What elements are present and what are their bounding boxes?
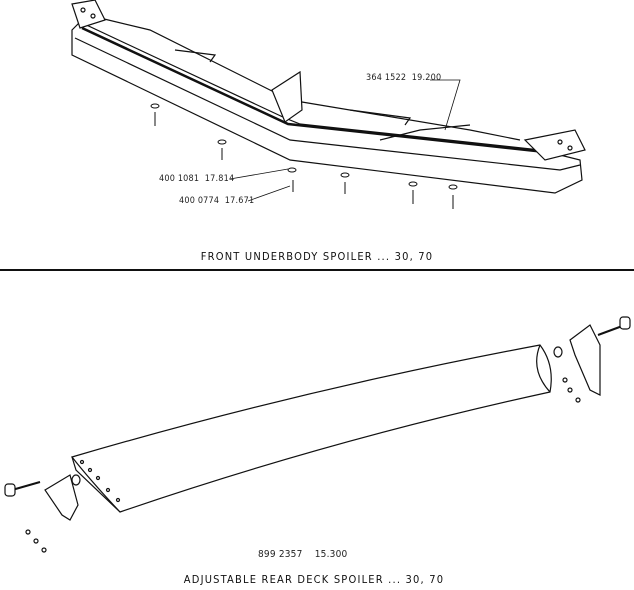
part-number: 400 1081 (159, 174, 200, 184)
part-ref: 17.814 (204, 174, 235, 184)
part-ref: 17.671 (224, 196, 255, 206)
leader-lines (229, 79, 461, 202)
part-number: 400 0774 (179, 196, 220, 206)
part-number: 364 1522 (366, 73, 407, 83)
part-ref: 15.300 (314, 549, 348, 560)
front-spoiler-title: FRONT UNDERBODY SPOILER ... 30, 70 (200, 250, 434, 263)
rear-spoiler-title: ADJUSTABLE REAR DECK SPOILER ... 30, 70 (183, 573, 445, 586)
section-divider (0, 269, 634, 271)
part-label-400-0774: 400 0774 17.671 (179, 196, 254, 206)
part-label-899-2357: 899 2357 15.300 (258, 549, 347, 560)
part-label-364-1522: 364 1522 19.200 (366, 73, 441, 83)
part-number: 899 2357 (258, 549, 303, 560)
part-label-400-1081: 400 1081 17.814 (159, 174, 234, 184)
part-ref: 19.200 (411, 73, 442, 83)
rear-bracket-left (4, 474, 81, 553)
fasteners-front (150, 103, 458, 209)
rear-bracket-right (553, 316, 631, 403)
front-spoiler-drawing (71, 0, 586, 194)
rear-spoiler-drawing (70, 344, 552, 513)
